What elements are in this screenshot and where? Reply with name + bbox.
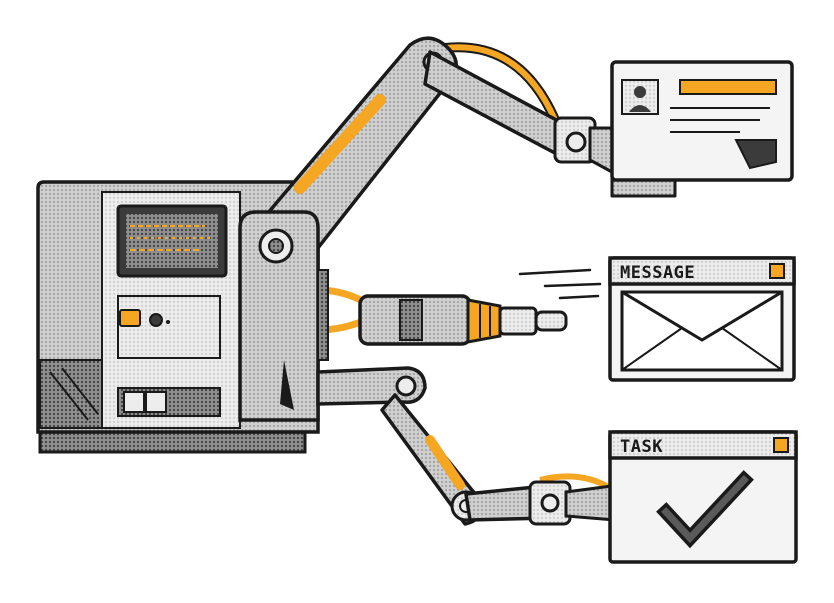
contact-card <box>610 60 794 182</box>
machine-screen <box>116 204 228 278</box>
robot-arm-bottom <box>316 366 617 526</box>
task-card-title: TASK <box>620 437 663 457</box>
envelope-icon <box>620 290 784 372</box>
robot-shoulder-joint <box>238 210 320 422</box>
machine-knob <box>149 313 163 327</box>
message-card-badge <box>769 263 785 279</box>
contact-name-bar <box>679 79 777 95</box>
machine-indicator-light <box>119 309 141 327</box>
robot-arm-middle <box>317 268 602 361</box>
message-card: MESSAGE <box>608 256 796 382</box>
person-icon <box>621 79 659 115</box>
task-card: TASK <box>608 430 798 564</box>
message-card-title: MESSAGE <box>620 263 695 283</box>
task-card-badge <box>773 437 789 453</box>
